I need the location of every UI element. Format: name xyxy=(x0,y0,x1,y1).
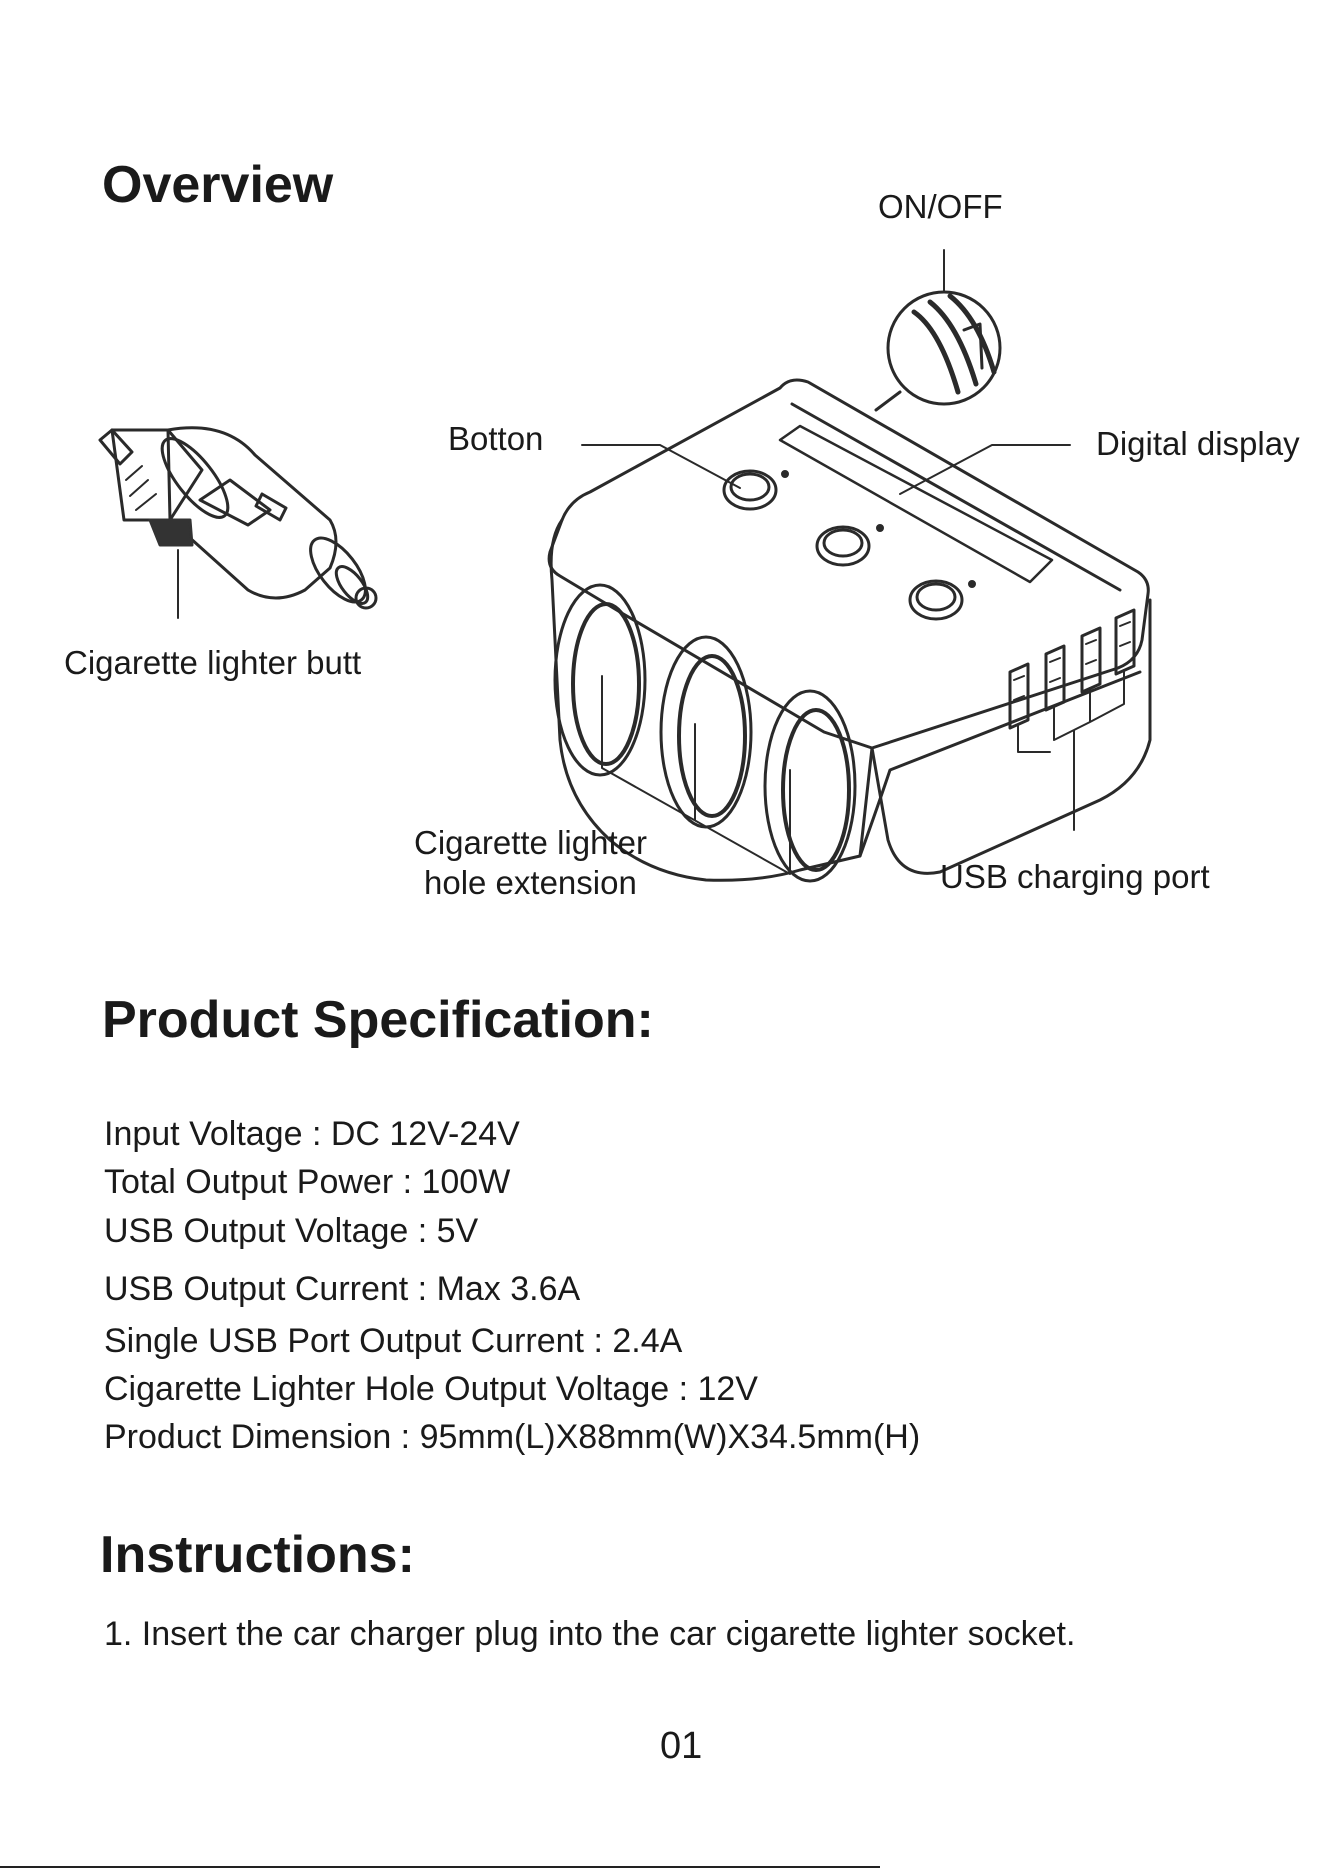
instruction-step: 1. Insert the car charger plug into the … xyxy=(104,1615,1076,1653)
instructions-title: Instructions: xyxy=(100,1526,415,1584)
car-charger-body-illustration xyxy=(547,378,1152,883)
label-on-off: ON/OFF xyxy=(878,188,1003,225)
specification-title: Product Specification: xyxy=(102,991,654,1049)
overview-title: Overview xyxy=(102,156,334,214)
callout-lines xyxy=(177,249,1125,875)
on-off-switch-magnifier xyxy=(874,290,1002,412)
spec-item: Single USB Port Output Current : 2.4A xyxy=(104,1322,683,1360)
bottom-rule xyxy=(0,1866,880,1868)
spec-item: USB Output Voltage : 5V xyxy=(104,1212,479,1250)
label-usb-charging-port: USB charging port xyxy=(940,858,1210,895)
label-cigarette-lighter-plug: Cigarette lighter butt xyxy=(64,644,362,681)
spec-item: Cigarette Lighter Hole Output Voltage : … xyxy=(104,1370,758,1408)
spec-item: Product Dimension : 95mm(L)X88mm(W)X34.5… xyxy=(104,1418,921,1456)
spec-item: Total Output Power : 100W xyxy=(104,1163,511,1201)
label-hole-extension-line1: Cigarette lighter xyxy=(414,824,647,861)
label-hole-extension-line2: hole extension xyxy=(424,864,637,901)
cigarette-lighter-plug-illustration xyxy=(98,426,378,610)
label-button: Botton xyxy=(448,420,544,457)
label-digital-display: Digital display xyxy=(1096,425,1300,462)
spec-item: Input Voltage : DC 12V-24V xyxy=(104,1115,520,1153)
page-number: 01 xyxy=(660,1725,703,1767)
product-diagram xyxy=(98,249,1152,883)
spec-item: USB Output Current : Max 3.6A xyxy=(104,1270,581,1308)
